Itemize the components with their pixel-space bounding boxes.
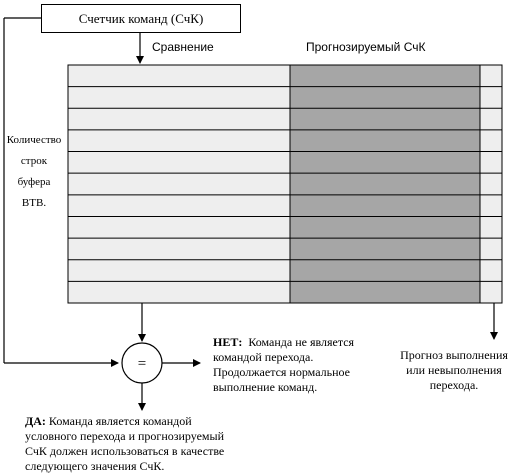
yes-line: СчК должен использоваться в качестве — [25, 444, 225, 458]
prediction-line: перехода. — [429, 378, 479, 392]
predicted-pc-label: Прогнозируемый СчК — [306, 40, 426, 54]
row-count-line: буфера — [17, 176, 51, 188]
row-count-line: Количество — [6, 134, 62, 146]
comparator-equals-symbol: = — [137, 355, 147, 372]
yes-line: следующего значения СчК. — [25, 459, 165, 473]
no-line: Продолжается нормальное — [213, 365, 350, 379]
program-counter-box: Счетчик команд (СчК) — [41, 4, 241, 33]
btb-prediction-bit-column — [479, 64, 503, 304]
btb-row-dividers — [68, 86, 502, 282]
yes-key: ДА: — [25, 414, 46, 428]
row-count-line: строк — [20, 155, 48, 167]
no-line: выполнение команд. — [213, 380, 318, 394]
row-count-line: BTB. — [21, 197, 47, 209]
no-line: Команда не является — [248, 335, 355, 349]
btb-predicted-pc-column — [289, 64, 481, 304]
yes-branch-note: ДА: Команда является командой условного … — [25, 414, 224, 474]
prediction-line: Прогноз выполнения — [400, 348, 508, 362]
yes-line: Команда является командой — [48, 414, 192, 428]
prediction-line: или невыполнения — [406, 363, 502, 377]
no-branch-note: НЕТ: Команда не является командой перехо… — [213, 335, 354, 395]
yes-line: условного перехода и прогнозируемый — [25, 429, 225, 443]
prediction-note: Прогноз выполнения или невыполнения пере… — [391, 348, 517, 393]
buffer-row-count-label: Количество строк буфера BTB. — [2, 130, 66, 214]
no-line: командой перехода. — [213, 350, 314, 364]
program-counter-label: Счетчик команд (СчК) — [78, 10, 204, 26]
btb-tag-column — [67, 64, 291, 304]
no-key: НЕТ: — [213, 335, 243, 349]
compare-label: Сравнение — [152, 40, 214, 54]
